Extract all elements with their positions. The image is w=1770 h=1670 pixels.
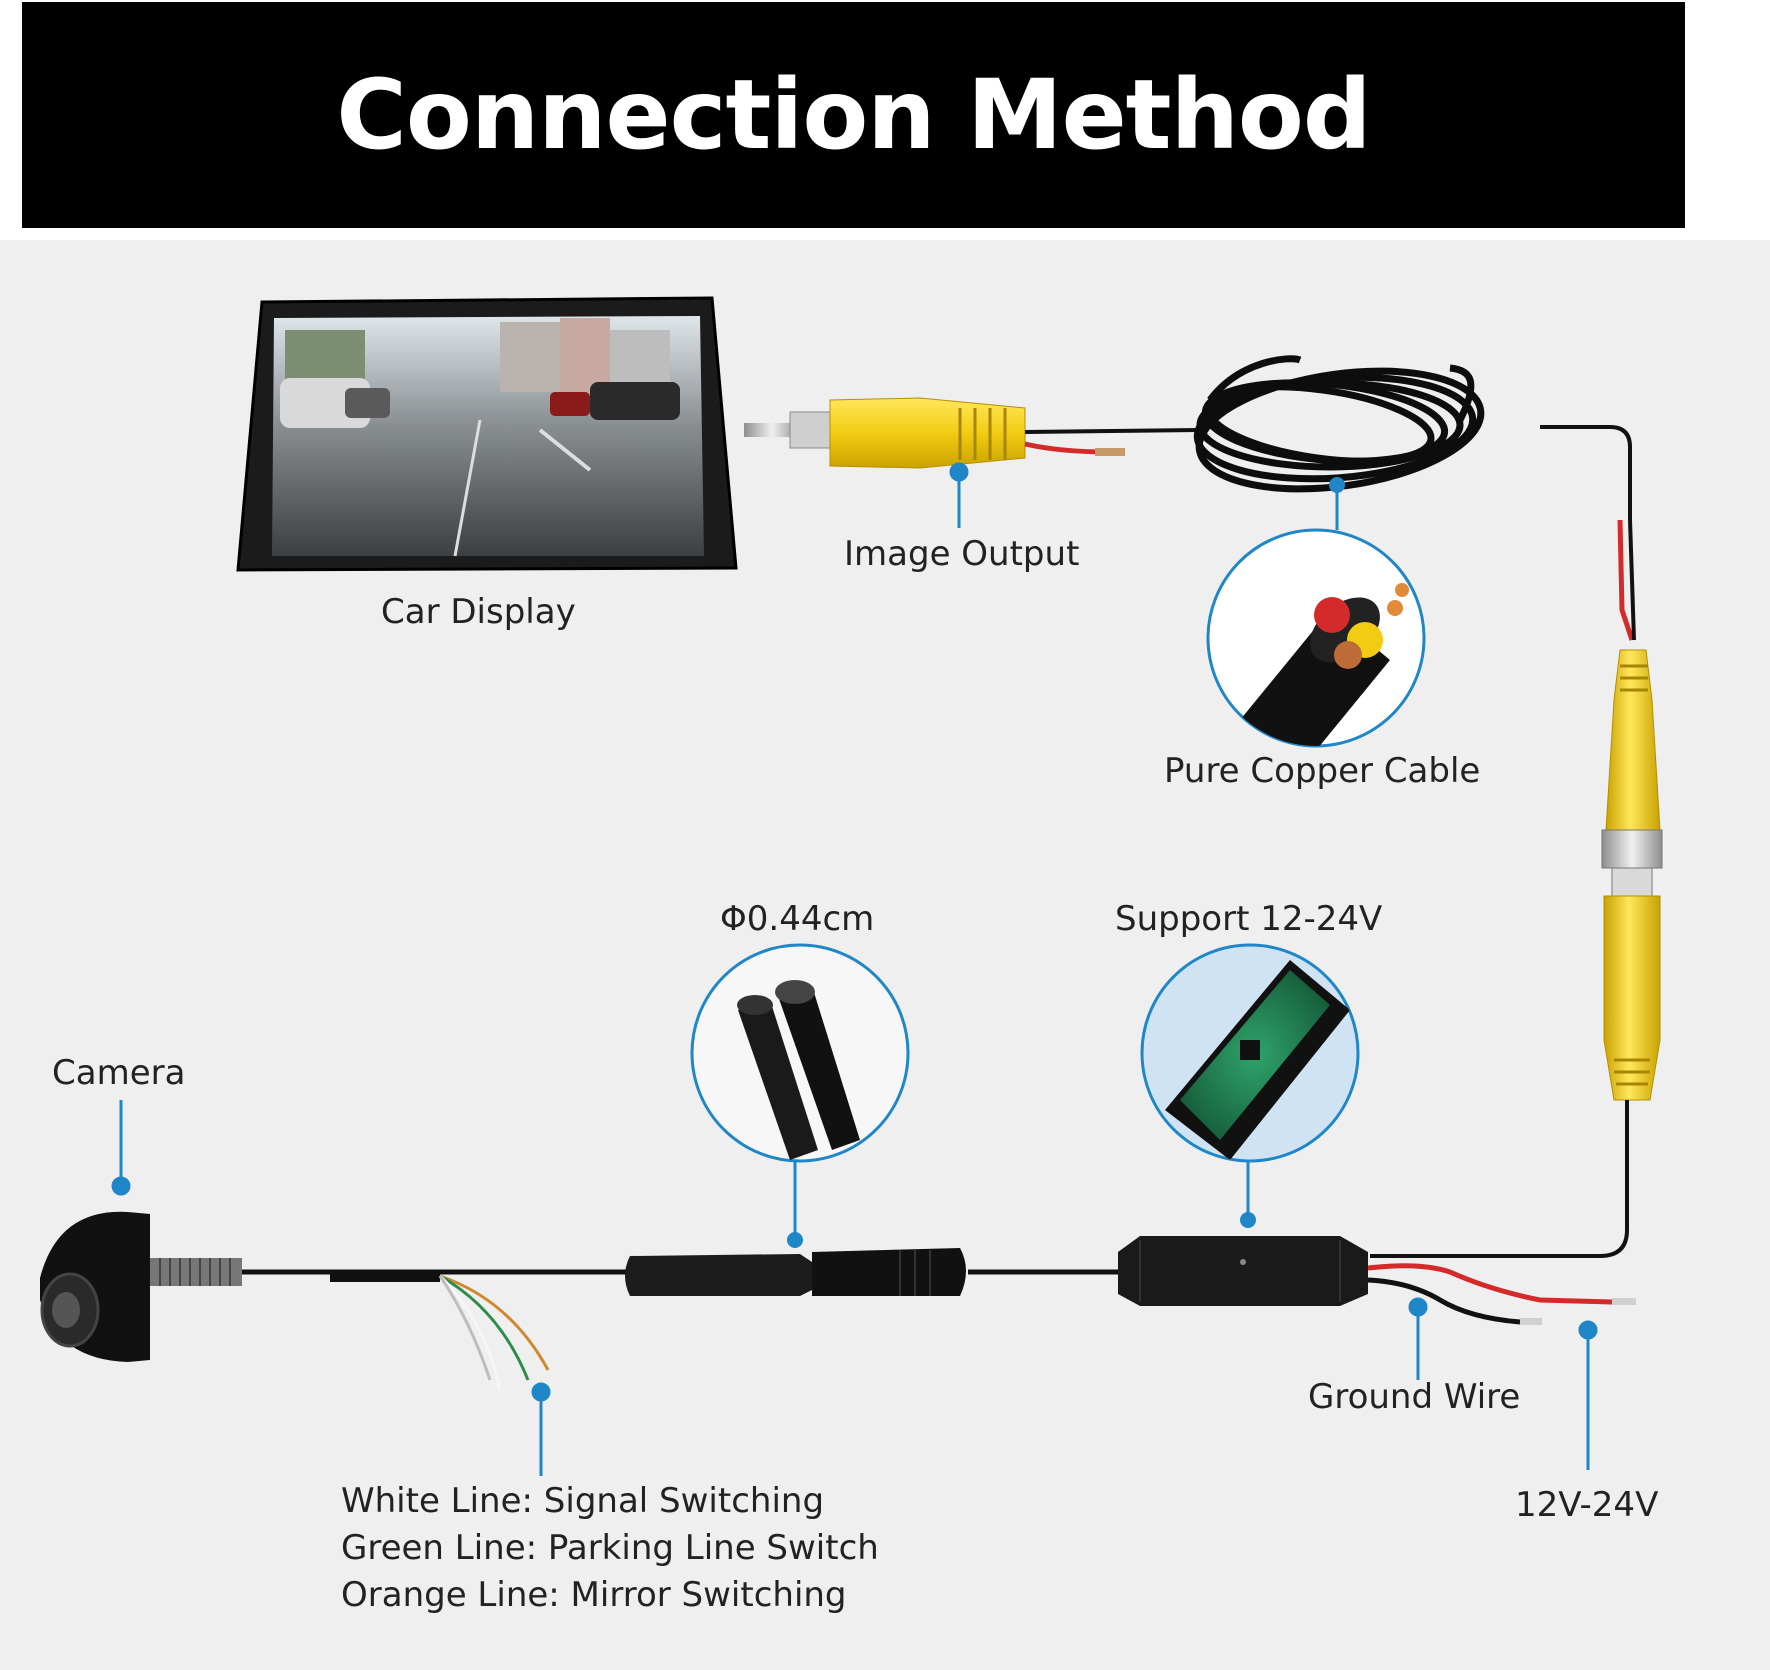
ground-wire-label: Ground Wire — [1308, 1377, 1521, 1417]
car-display-monitor — [236, 296, 738, 572]
aviation-connector — [625, 1248, 966, 1296]
power-filter-box — [1118, 1236, 1368, 1306]
voltage-support-callout — [1140, 943, 1360, 1163]
diameter-callout — [690, 943, 910, 1163]
signal-wires — [438, 1274, 550, 1391]
copper-cable-callout — [1206, 528, 1426, 748]
wire-note-white: White Line: Signal Switching — [341, 1481, 825, 1521]
cable-right-top — [1540, 425, 1632, 520]
diagram-canvas: Car Display Image Output Pure Copper Cab… — [0, 240, 1770, 1670]
support-voltage-label: Support 12-24V — [1115, 899, 1383, 939]
car-display-label: Car Display — [381, 592, 576, 632]
coiled-cable — [1193, 355, 1485, 493]
connection-diagram — [40, 296, 1663, 1476]
wire-note-green: Green Line: Parking Line Switch — [341, 1528, 879, 1568]
header-banner: Connection Method — [22, 2, 1685, 228]
rca-plug-top — [744, 397, 1201, 469]
callout-pointers — [111, 462, 1598, 1476]
rca-coupler-vertical — [1370, 649, 1663, 1258]
power-voltage-label: 12V-24V — [1515, 1485, 1659, 1525]
diameter-label: Φ0.44cm — [720, 899, 875, 939]
power-wires — [1367, 1263, 1636, 1325]
camera-device — [40, 1211, 242, 1362]
camera-label: Camera — [52, 1053, 186, 1093]
wire-note-orange: Orange Line: Mirror Switching — [341, 1575, 847, 1615]
image-output-label: Image Output — [844, 534, 1080, 574]
pure-copper-cable-label: Pure Copper Cable — [1164, 751, 1481, 791]
page-title: Connection Method — [336, 59, 1371, 171]
